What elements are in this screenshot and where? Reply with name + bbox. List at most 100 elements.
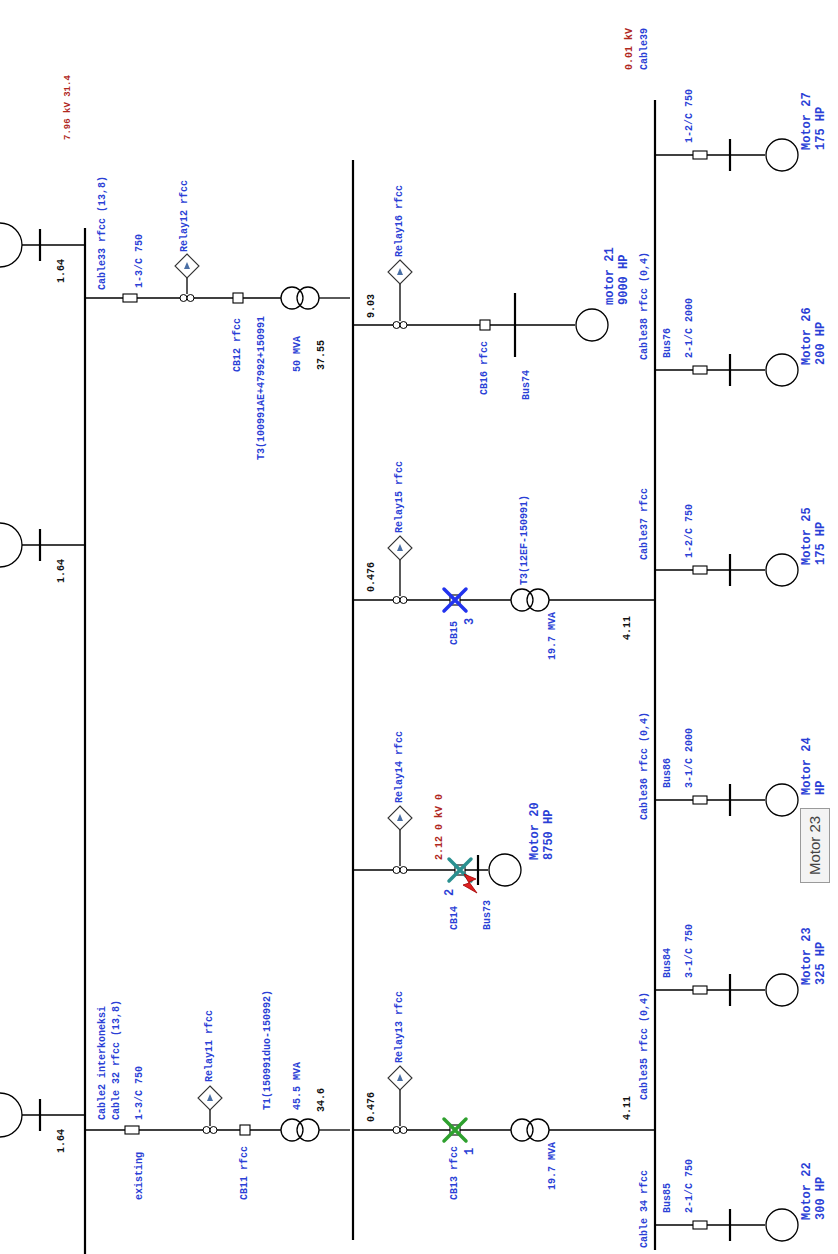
cable-symbol bbox=[123, 294, 137, 302]
motor-symbol: Motor 25 175 HP bbox=[765, 553, 799, 587]
bus-tick bbox=[514, 293, 516, 357]
motor-symbol: Motor 27 175 HP bbox=[765, 138, 799, 172]
bus-tick bbox=[729, 784, 731, 816]
fault-symbol bbox=[463, 874, 477, 893]
bus-label: Bus74 bbox=[521, 370, 533, 400]
tooltip-text: Motor 23 bbox=[806, 816, 824, 875]
motor-outline bbox=[765, 138, 799, 172]
cable-label: Cable38 rfcc (0,4) bbox=[639, 252, 651, 360]
relay-icon bbox=[397, 268, 403, 275]
wire bbox=[22, 1114, 85, 1115]
wire bbox=[353, 1129, 511, 1130]
breaker-label: CB13 rfcc bbox=[449, 1146, 461, 1200]
transformer-label: T1(150991duo-150992) bbox=[262, 990, 274, 1110]
ct-symbol bbox=[393, 867, 400, 874]
relay-label: Relay16 rfcc bbox=[394, 185, 406, 257]
motor-circle bbox=[766, 354, 798, 386]
wire bbox=[655, 154, 765, 155]
breaker-symbol bbox=[480, 320, 490, 330]
cable-size-label: 1-2/C 750 bbox=[684, 504, 696, 558]
value-label: 9.03 bbox=[366, 294, 378, 318]
fault-symbol bbox=[463, 874, 477, 893]
relay-icon bbox=[397, 814, 403, 821]
breaker-label: CB14 bbox=[449, 906, 461, 930]
bus-tick bbox=[40, 139, 730, 1241]
transformer-symbol bbox=[297, 287, 319, 309]
relay-symbol bbox=[388, 806, 412, 830]
cable-symbol bbox=[693, 986, 707, 994]
bus-tick bbox=[729, 1209, 731, 1241]
cable-size-label: 1-3/C 750 bbox=[134, 1066, 146, 1120]
source-symbol bbox=[0, 1093, 22, 1137]
note-label: existing bbox=[134, 1152, 146, 1200]
cable-size-label: 1-3/C 750 bbox=[134, 234, 146, 288]
motor-outline bbox=[488, 853, 522, 887]
wire bbox=[399, 830, 400, 866]
callout-number: 2 bbox=[443, 889, 457, 896]
open-mark bbox=[444, 589, 471, 1141]
breaker-label: CB12 rfcc bbox=[232, 318, 244, 372]
breaker-label: CB15 bbox=[449, 621, 461, 645]
breaker-symbol bbox=[233, 293, 490, 1135]
wire bbox=[353, 869, 488, 870]
motor-circle bbox=[766, 554, 798, 586]
motor-symbol: Motor 26 200 HP bbox=[765, 353, 799, 387]
breaker-symbol bbox=[240, 1125, 250, 1135]
relay-icon bbox=[184, 262, 190, 269]
breaker-label: CB16 rfcc bbox=[479, 341, 491, 395]
wire bbox=[319, 1129, 350, 1130]
rating-label: 50 MVA bbox=[292, 336, 304, 372]
cable-symbol bbox=[693, 566, 707, 574]
motor-circle bbox=[766, 974, 798, 1006]
value-label: 0.476 bbox=[366, 1092, 378, 1122]
motor-outline bbox=[765, 973, 799, 1007]
bus-label: Bus76 bbox=[662, 328, 674, 358]
source-symbol bbox=[0, 223, 22, 1137]
motor-label: motor 21 9000 HP bbox=[603, 243, 631, 305]
open-mark bbox=[444, 1119, 466, 1141]
cable-label: Cable35 rfcc (0,4) bbox=[639, 992, 651, 1100]
motor-label: Motor 25 175 HP bbox=[800, 503, 828, 565]
relay-label: Relay15 rfcc bbox=[394, 461, 406, 533]
transformer-symbol bbox=[281, 287, 549, 1141]
relay-symbol bbox=[175, 254, 412, 1110]
bus-line bbox=[84, 228, 86, 1254]
bus-tick bbox=[39, 1099, 41, 1131]
cable-label: Cable 32 rfcc (13,8) bbox=[111, 1000, 123, 1120]
cable-symbol bbox=[693, 151, 707, 159]
breaker-symbol bbox=[233, 293, 243, 303]
motor-outline bbox=[765, 1208, 799, 1242]
bus-label: Bus85 bbox=[662, 1183, 674, 1213]
value-label: 4.11 bbox=[622, 616, 634, 640]
value-label: 34.6 bbox=[316, 1088, 328, 1112]
motor-outline bbox=[575, 308, 609, 342]
motor-outline bbox=[765, 783, 799, 817]
wire bbox=[655, 369, 765, 370]
motor-symbol: Motor 23 325 HP bbox=[765, 973, 799, 1007]
cable-size-label: 3-1/C 2000 bbox=[684, 728, 696, 788]
cable-label: Cable36 rfcc (0,4) bbox=[639, 712, 651, 820]
value-label: 1.64 bbox=[56, 259, 68, 283]
tooltip-box: Motor 23 bbox=[800, 808, 830, 883]
relay-icon bbox=[184, 262, 403, 1101]
wire bbox=[549, 1129, 655, 1130]
cable-size-label: 3-1/C 750 bbox=[684, 924, 696, 978]
transformer-symbol bbox=[527, 1119, 549, 1141]
wire bbox=[22, 544, 85, 545]
cable-label: Cable2 interkoneksi bbox=[97, 1006, 109, 1120]
cable-label: Cable 34 rfcc bbox=[639, 1170, 651, 1248]
relay-symbol bbox=[198, 1086, 222, 1110]
breaker-label: CB11 rfcc bbox=[239, 1146, 251, 1200]
motor-outline bbox=[765, 353, 799, 387]
wire bbox=[353, 599, 511, 600]
wire bbox=[399, 1090, 400, 1126]
transformer-symbol bbox=[297, 1119, 319, 1141]
relay-symbol bbox=[388, 1066, 412, 1090]
wire bbox=[399, 284, 400, 321]
motor-outline bbox=[765, 553, 799, 587]
bus-tick bbox=[729, 354, 731, 386]
wire bbox=[22, 155, 765, 1225]
relay-label: Relay11 rfcc bbox=[204, 1010, 216, 1082]
